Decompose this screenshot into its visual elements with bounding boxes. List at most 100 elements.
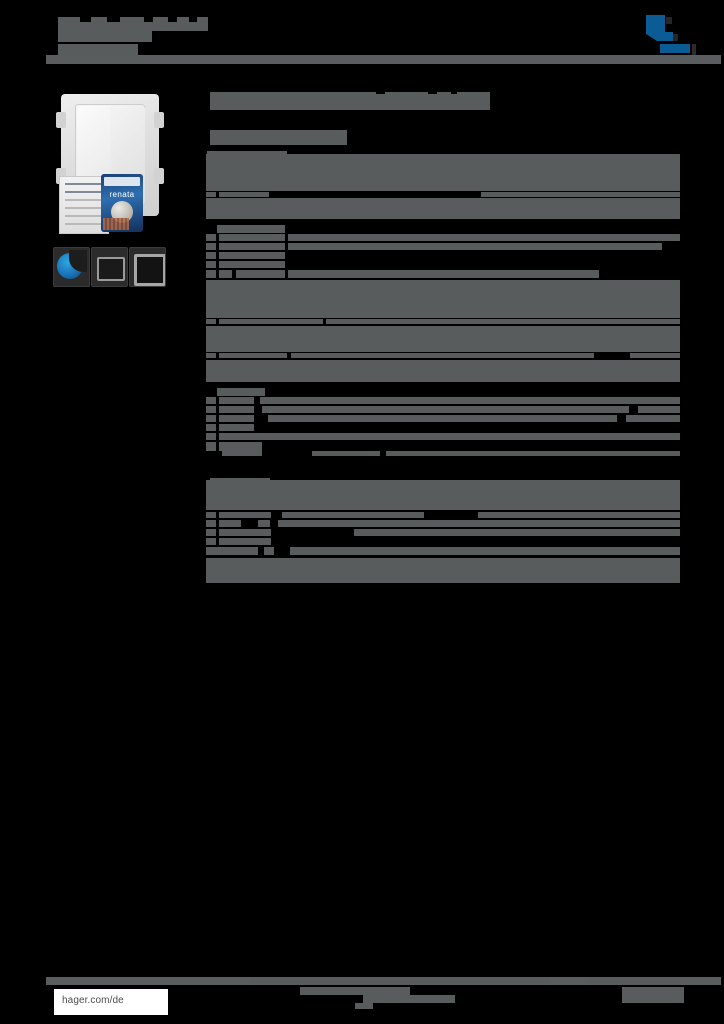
table-row bbox=[288, 243, 662, 250]
table-row bbox=[236, 270, 285, 278]
table-row bbox=[206, 512, 216, 518]
table-row bbox=[219, 415, 254, 422]
battery-blister-pack: renata bbox=[101, 174, 143, 232]
section-subheading bbox=[210, 130, 347, 145]
title-line-2 bbox=[58, 31, 152, 42]
table-row bbox=[626, 415, 680, 422]
table-row bbox=[219, 538, 271, 545]
title-line-3 bbox=[58, 44, 138, 57]
table-row bbox=[206, 360, 680, 382]
section-heading bbox=[210, 92, 490, 110]
table-row bbox=[206, 261, 216, 268]
table-row bbox=[206, 326, 680, 352]
table-row bbox=[246, 433, 680, 440]
title-notch-a bbox=[80, 17, 91, 22]
title-notch-e bbox=[189, 17, 197, 22]
title-notch-d bbox=[168, 17, 177, 22]
battery-brand-label: renata bbox=[109, 190, 135, 199]
table-row bbox=[206, 270, 216, 278]
mount-claw-right-bottom bbox=[154, 168, 164, 184]
table-row bbox=[206, 558, 680, 583]
table-row bbox=[288, 234, 680, 241]
table-row bbox=[206, 280, 680, 318]
group-label-3 bbox=[217, 388, 265, 396]
table-row bbox=[206, 480, 680, 510]
table-row bbox=[206, 547, 258, 555]
table-row bbox=[206, 397, 216, 404]
table-row bbox=[264, 547, 274, 555]
instruction-leaflet bbox=[59, 176, 109, 234]
thumbnail-2[interactable] bbox=[91, 247, 128, 287]
table-row bbox=[478, 512, 680, 518]
footer-right-redaction bbox=[622, 987, 684, 1003]
table-row bbox=[288, 270, 599, 278]
table-row bbox=[354, 529, 680, 536]
table-row bbox=[219, 234, 285, 241]
footer-url-link[interactable]: hager.com/de bbox=[62, 995, 124, 1006]
mount-claw-left-top bbox=[56, 112, 66, 128]
table-row bbox=[278, 520, 680, 527]
table-row bbox=[206, 406, 216, 413]
table-row bbox=[206, 424, 216, 431]
table-row bbox=[219, 512, 271, 518]
table-row bbox=[219, 529, 271, 536]
header-accent-bar bbox=[660, 44, 690, 53]
footer-center-redaction bbox=[300, 987, 410, 995]
table-row bbox=[206, 538, 216, 545]
thumbnail-1[interactable] bbox=[53, 247, 90, 287]
table-row bbox=[312, 451, 380, 456]
thumbnail-3[interactable] bbox=[129, 247, 166, 287]
table-row bbox=[206, 243, 216, 250]
table-row bbox=[219, 270, 232, 278]
header-accent-tick bbox=[692, 44, 696, 55]
thumbnail-strip bbox=[53, 247, 168, 289]
hager-logo bbox=[637, 10, 683, 48]
table-row bbox=[219, 319, 323, 324]
table-row bbox=[206, 415, 216, 422]
coin-cell-battery bbox=[111, 201, 133, 223]
table-row bbox=[219, 406, 254, 413]
table-row bbox=[206, 252, 216, 259]
title-notch-c bbox=[144, 17, 153, 22]
table-row bbox=[291, 353, 594, 358]
table-row bbox=[219, 433, 254, 440]
table-row bbox=[268, 415, 617, 422]
footer-center-redaction bbox=[363, 995, 455, 1003]
table-row bbox=[206, 319, 216, 324]
title-notch-b bbox=[107, 17, 120, 22]
footer-url-box[interactable]: hager.com/de bbox=[54, 989, 168, 1015]
thumbnail-3-graphic bbox=[134, 254, 165, 286]
table-row bbox=[219, 397, 254, 404]
table-row bbox=[206, 234, 216, 241]
table-row bbox=[481, 192, 680, 197]
table-row bbox=[219, 243, 285, 250]
group-label-2 bbox=[217, 225, 285, 233]
table-row bbox=[206, 353, 216, 358]
table-row bbox=[206, 520, 216, 527]
table-row bbox=[258, 520, 270, 527]
table-row bbox=[290, 547, 680, 555]
table-row bbox=[219, 353, 287, 358]
table-row bbox=[638, 406, 680, 413]
table-row bbox=[219, 442, 262, 451]
page-header bbox=[0, 0, 724, 72]
product-image[interactable]: renata bbox=[53, 90, 168, 238]
heading-notch-b bbox=[428, 88, 437, 94]
table-row bbox=[206, 442, 216, 451]
table-row bbox=[282, 512, 424, 518]
heading-notch-a bbox=[376, 88, 385, 94]
table-row bbox=[386, 451, 680, 456]
table-row bbox=[206, 154, 680, 191]
table-row bbox=[206, 433, 216, 440]
table-row bbox=[219, 252, 285, 259]
table-row bbox=[219, 261, 285, 268]
thumbnail-1-graphic bbox=[57, 250, 87, 279]
footer-right-redaction bbox=[588, 977, 680, 985]
table-row bbox=[206, 192, 216, 197]
table-row bbox=[219, 424, 254, 431]
table-row bbox=[206, 529, 216, 536]
heading-notch-c bbox=[451, 88, 457, 94]
battery-pack-footer bbox=[103, 218, 129, 230]
table-row bbox=[219, 520, 241, 527]
